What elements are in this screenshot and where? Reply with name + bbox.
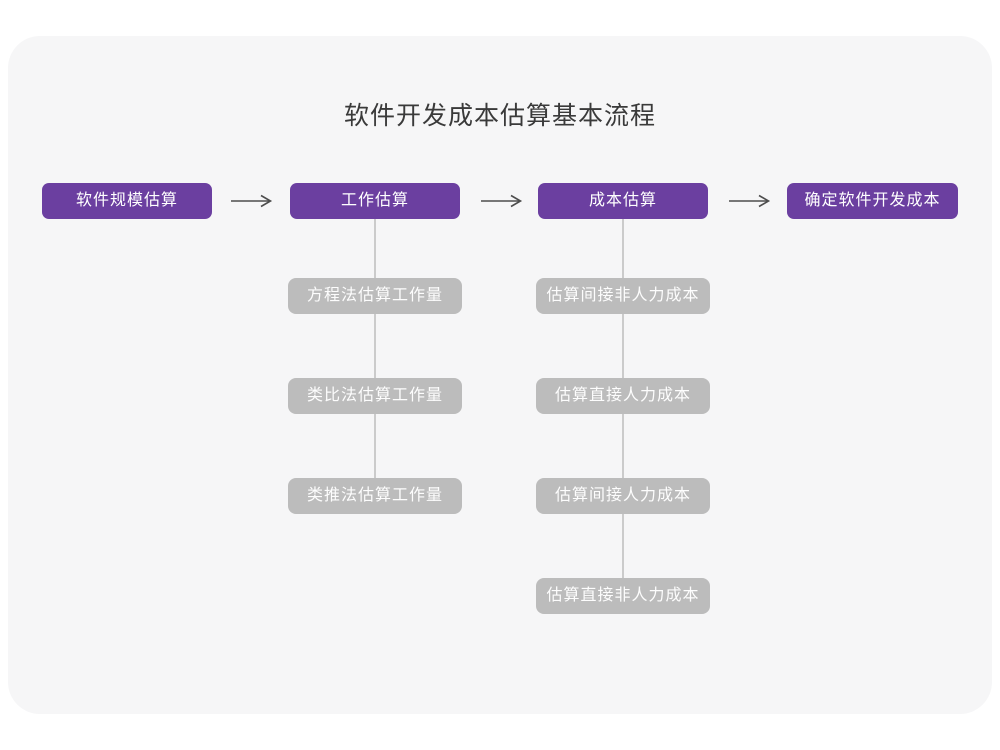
step-effort-estimation: 工作估算 — [290, 183, 460, 219]
page-title: 软件开发成本估算基本流程 — [343, 102, 656, 130]
arrow-right-icon — [481, 194, 523, 208]
work-method-node: 类推法估算工作量 — [288, 478, 462, 514]
step-software-scale-estimation: 软件规模估算 — [42, 183, 212, 219]
cost-item-node: 估算直接人力成本 — [536, 378, 710, 414]
step-cost-estimation: 成本估算 — [538, 183, 708, 219]
arrow-right-icon — [729, 194, 771, 208]
work-method-node: 类比法估算工作量 — [288, 378, 462, 414]
work-method-node: 方程法估算工作量 — [288, 278, 462, 314]
connector-line-work — [374, 219, 376, 496]
diagram-card — [8, 36, 992, 714]
cost-item-node: 估算间接非人力成本 — [536, 278, 710, 314]
arrow-right-icon — [231, 194, 273, 208]
cost-item-node: 估算间接人力成本 — [536, 478, 710, 514]
step-determine-development-cost: 确定软件开发成本 — [787, 183, 958, 219]
cost-item-node: 估算直接非人力成本 — [536, 578, 710, 614]
